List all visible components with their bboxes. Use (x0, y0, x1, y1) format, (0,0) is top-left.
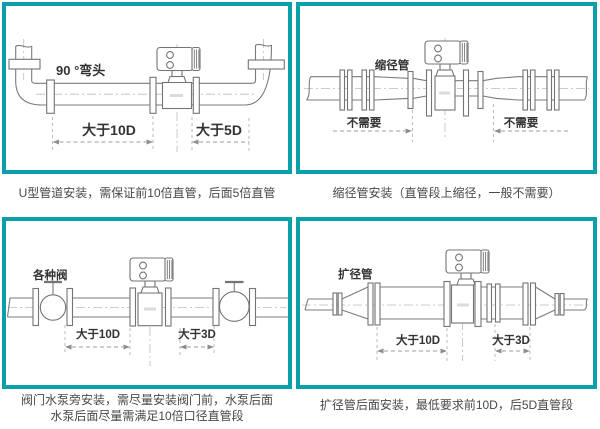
dim-left-label: 不需要 (347, 117, 382, 130)
dim-left-label: 大于10D (76, 327, 120, 341)
caption-reducer: 缩径管安装（直管段上缩径，一般不需要） (332, 186, 561, 200)
valve-diagram: 各种阀 大于10D 大于3D (6, 257, 288, 366)
expander-diagram: 扩径管 大于10D 大于3D (302, 249, 590, 361)
caption-valve-line1: 阀门水泵旁安装，需尽量安装阀门前，水泵后面 (20, 393, 273, 407)
expander-label: 扩径管 (338, 267, 373, 281)
elbow-label: 90 °弯头 (56, 63, 105, 78)
caption-u-type: U型管道安装，需保证前10倍直管，后面5倍直管 (18, 186, 276, 200)
dim-right-label: 大于3D (178, 327, 216, 341)
pipe-assembly (302, 249, 590, 361)
panel-reducer: 缩径管 不需要 不需要 (296, 2, 597, 174)
dim-right-label: 大于3D (492, 333, 530, 347)
panel-valve: 各种阀 大于10D 大于3D (2, 217, 292, 389)
transmitter-head (445, 249, 490, 286)
dimensions: 大于10D 大于3D (376, 324, 531, 361)
pipe-assembly (8, 39, 285, 152)
reducer-diagram: 缩径管 不需要 不需要 (304, 38, 589, 142)
dimensions: 大于10D 大于5D (52, 116, 250, 152)
dim-right-label: 不需要 (504, 117, 539, 130)
valve-left (39, 294, 67, 321)
panel-u-type: 90 °弯头 大于10D 大于5D (2, 2, 292, 174)
dim-right-label: 大于5D (196, 122, 242, 138)
caption-expander: 扩径管后面安装，最低要求前10D，后5D直管段 (319, 398, 574, 412)
pipe-assembly (6, 257, 288, 366)
dimensions: 大于10D 大于3D (64, 325, 216, 355)
valve-label: 各种阀 (32, 268, 68, 282)
reducer-label: 缩径管 (375, 58, 410, 72)
dim-left-label: 大于10D (82, 122, 136, 138)
valve-right (218, 291, 250, 322)
dim-left-label: 大于10D (396, 333, 440, 347)
caption-valve-line2: 水泵后面尽量需满足10倍口径直管段 (50, 409, 244, 423)
pipe-assembly (304, 38, 589, 139)
dimensions: 不需要 不需要 (333, 104, 568, 142)
caption-valve: 阀门水泵旁安装，需尽量安装阀门前，水泵后面 水泵后面尽量需满足10倍口径直管段 (2, 392, 292, 424)
panel-expander: 扩径管 大于10D 大于3D (296, 217, 597, 389)
u-type-diagram: 90 °弯头 大于10D 大于5D (8, 39, 285, 152)
